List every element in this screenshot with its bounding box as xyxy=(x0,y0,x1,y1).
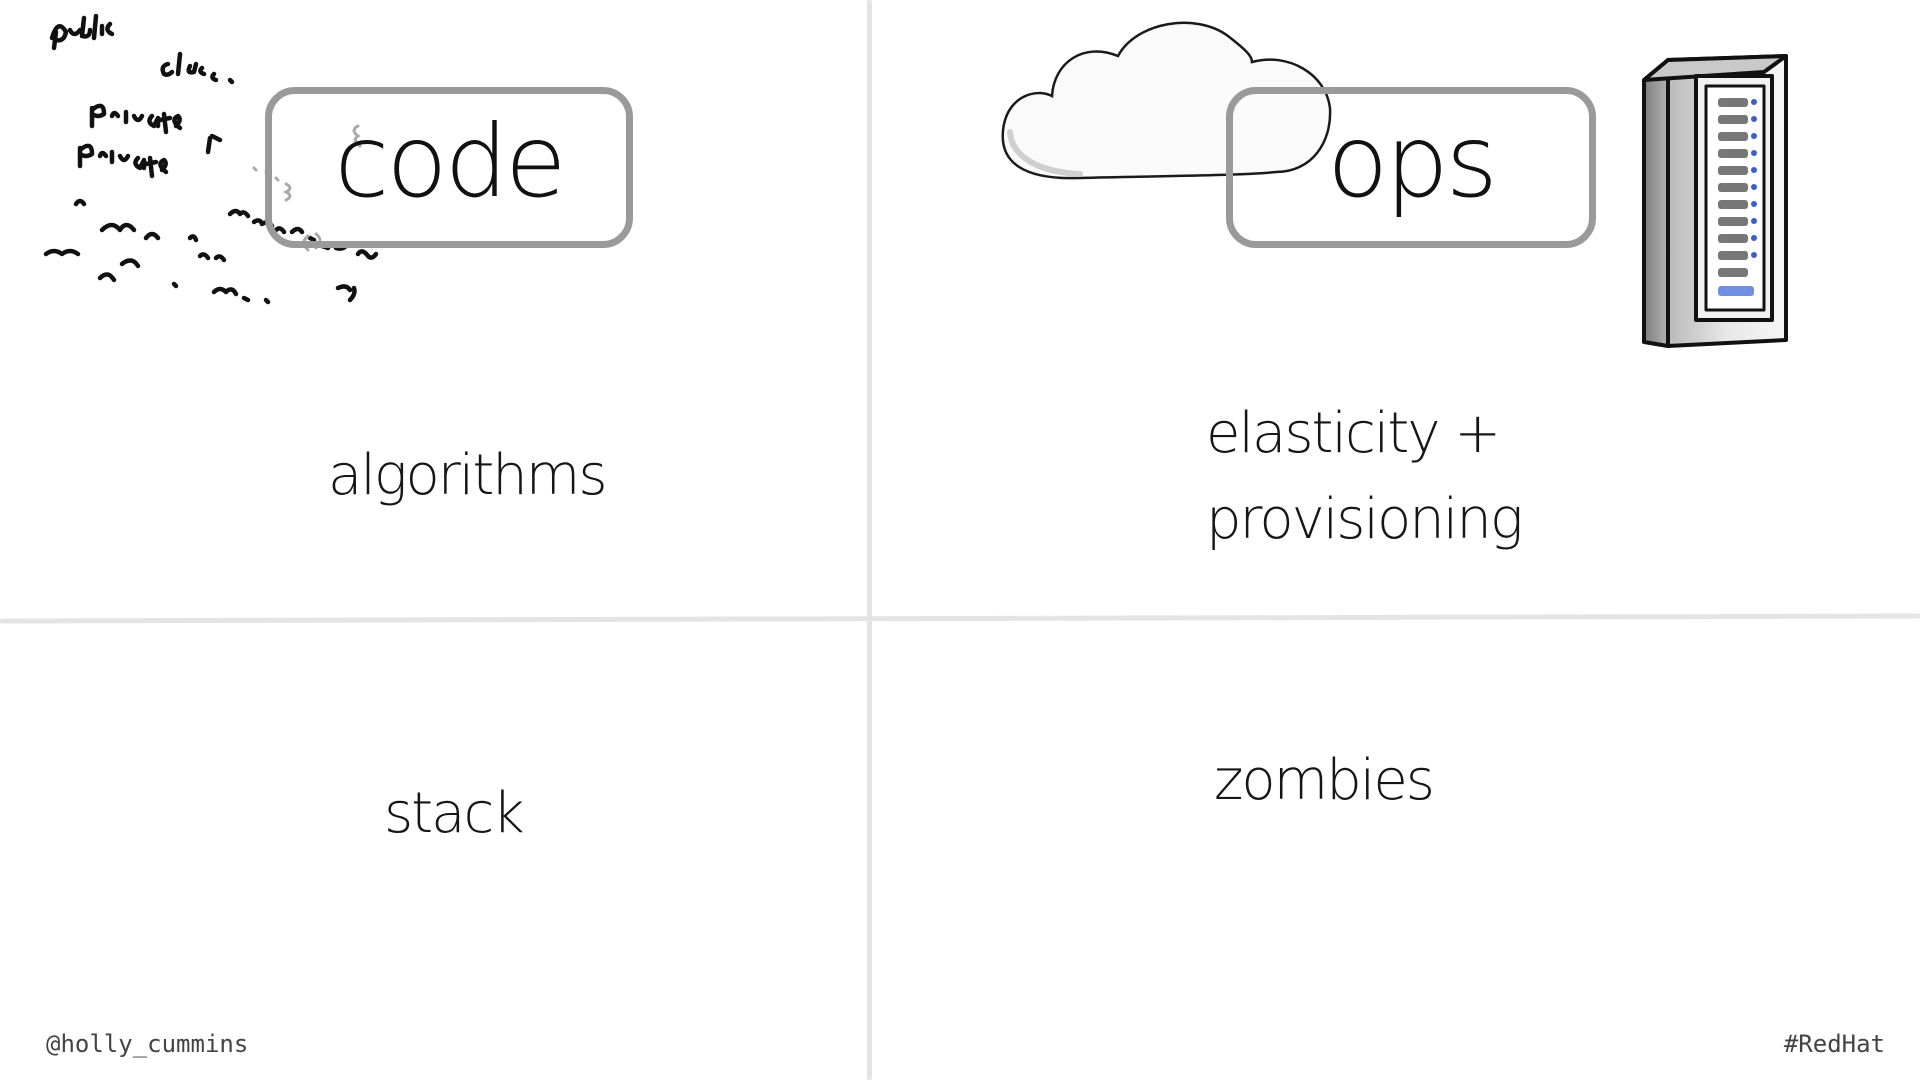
handwritten-code-icon xyxy=(43,13,379,305)
cloud-icon xyxy=(1001,21,1332,180)
item-stack: stack xyxy=(384,781,525,846)
ops-label: ops xyxy=(1327,102,1498,220)
vertical-divider xyxy=(867,0,872,1080)
code-label: code xyxy=(334,102,566,220)
item-elasticity: elasticity + xyxy=(1206,401,1501,466)
item-algorithms: algorithms xyxy=(328,443,607,508)
horizontal-divider xyxy=(0,613,1920,624)
ops-box: ops xyxy=(1226,87,1596,248)
code-box: code xyxy=(265,87,633,248)
server-rack-icon xyxy=(1642,54,1788,348)
footer-hashtag: #RedHat xyxy=(1783,1030,1885,1058)
item-provisioning: provisioning xyxy=(1206,487,1523,552)
footer-handle: @holly_cummins xyxy=(46,1030,249,1058)
item-zombies: zombies xyxy=(1214,748,1435,813)
